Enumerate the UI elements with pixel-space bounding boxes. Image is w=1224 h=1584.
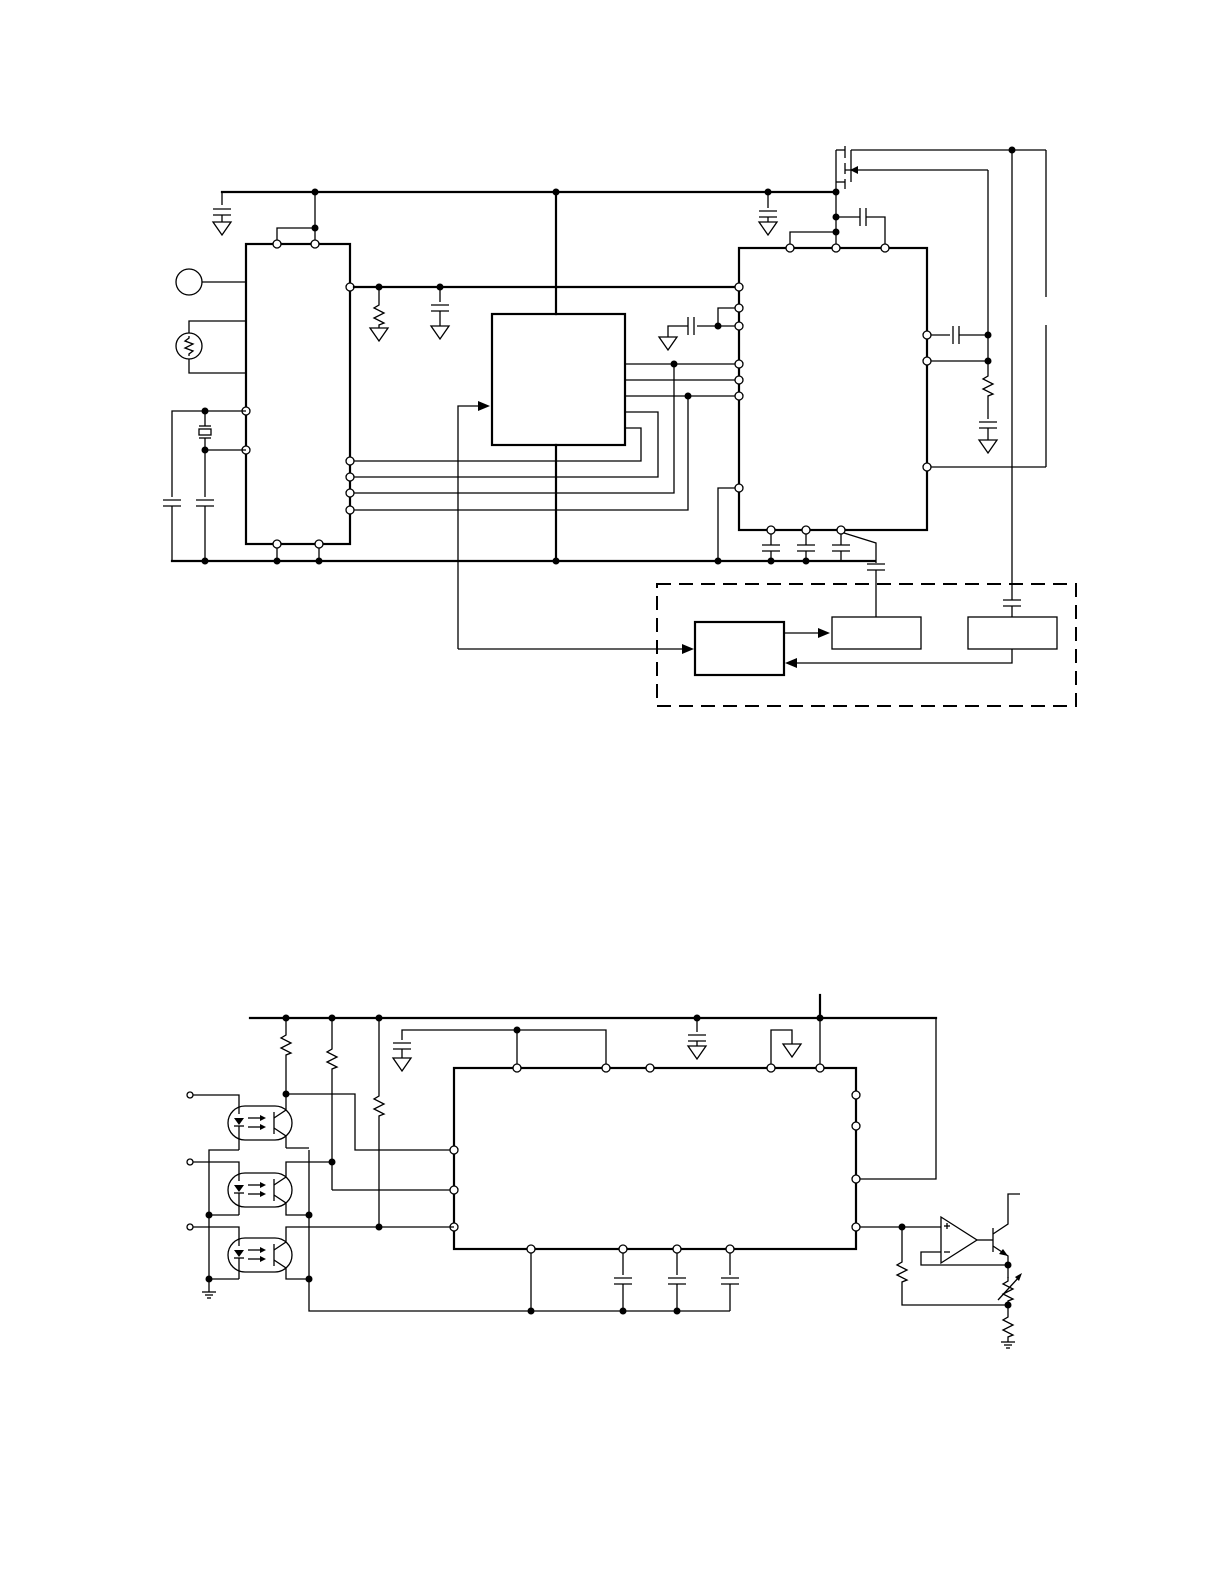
ic-right [658,170,1046,617]
ic-left [241,192,355,549]
ic-main [449,1063,861,1311]
bottom-schematic [186,993,1022,1349]
top-schematic [162,146,1077,707]
opto-coupler-3 [193,1215,454,1299]
bottom-ground-bus [308,1150,730,1315]
left-to-right-bus [352,283,737,342]
bottom-supply-rail [248,993,938,1180]
sensor-circle [175,268,246,296]
opto-coupler-2 [193,1161,332,1219]
bottom-supply-cap [687,1018,821,1064]
module-box-middle [831,616,922,650]
module-inner-block [693,620,786,677]
top-supply-rail [212,188,840,236]
op-amp [940,1215,979,1265]
mosfet-top-right [789,146,1047,596]
opto-couplers [186,1091,454,1299]
ic-center [354,190,735,649]
bottom-left-cap [392,1026,607,1072]
pullup-resistors [280,1018,450,1231]
output-transistor [977,1193,1020,1265]
module-box-right [967,616,1058,650]
crystal-oscillator [162,407,246,561]
op-amp-stage [860,1193,1022,1349]
rf-module [458,583,1077,707]
opto-coupler-1 [193,1094,309,1215]
thermistor [175,320,246,374]
